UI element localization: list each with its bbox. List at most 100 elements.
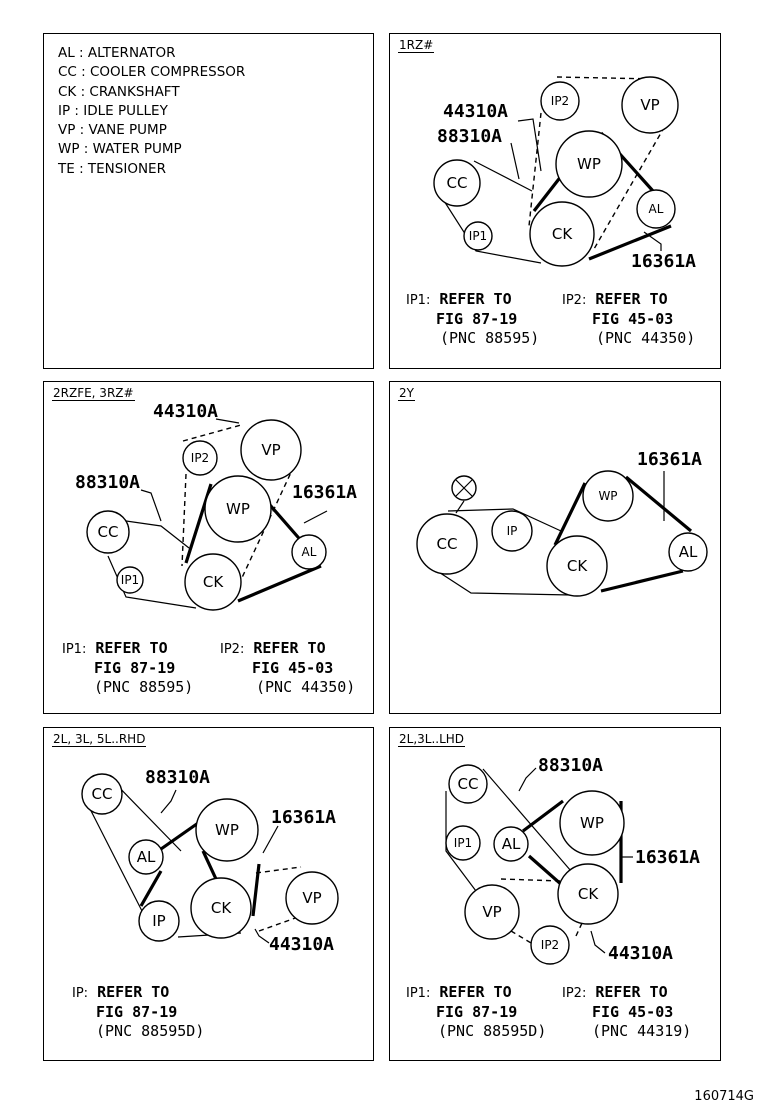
panel-title: 2RZFE, 3RZ# — [52, 386, 135, 401]
panel-title: 2Y — [398, 386, 415, 401]
belt-cc — [438, 160, 542, 264]
pulley-vp — [464, 884, 520, 940]
diagram-panel-2y: 2Y CC IP WP CK AL 16361A — [389, 381, 721, 714]
belt-diagram-1rz: IP2 VP WP CC IP1 CK AL 44310A 88310A 163… — [433, 76, 696, 272]
pulley-label: IP1 — [121, 573, 139, 587]
leader-44310a — [254, 928, 270, 944]
pulley-cc — [448, 764, 488, 804]
part-number-16361a: 16361A — [271, 807, 336, 828]
tensioner-cross — [455, 479, 473, 497]
legend-item: CC : COOLER COMPRESSOR — [58, 64, 246, 81]
leader-16361a — [262, 825, 279, 854]
belt-16361a — [553, 475, 693, 593]
leader-88310a — [510, 142, 520, 180]
note-pnc: (PNC 88595D) — [96, 1022, 205, 1040]
tensioner-stem — [455, 500, 465, 514]
pulley-label: VP — [302, 889, 321, 907]
belt-diagram-2y: CC IP WP CK AL 16361A — [416, 449, 708, 597]
pulley-ck — [184, 553, 242, 611]
note-pnc: (PNC 44350) — [256, 678, 356, 696]
part-number-44310a: 44310A — [153, 401, 218, 422]
part-number-88310a: 88310A — [145, 767, 210, 788]
note-line: FIG 45-03 — [592, 310, 674, 328]
leader-88310a — [160, 789, 177, 814]
legend-item: TE : TENSIONER — [58, 160, 166, 177]
note-pnc: (PNC 44319) — [592, 1022, 692, 1040]
pulley-al — [291, 534, 327, 570]
leader-44310a — [215, 418, 240, 424]
pulley-label: VP — [640, 96, 659, 114]
pulley-label: IP — [152, 912, 165, 930]
pulley-label: AL — [649, 202, 664, 216]
reference-note: IP2: REFER TO FIG 45-03 (PNC 44350) — [220, 639, 355, 697]
note-line: FIG 87-19 — [436, 1003, 518, 1021]
pulley-label: AL — [137, 848, 156, 866]
pulley-label: CC — [437, 535, 458, 553]
legend-item: VP : VANE PUMP — [58, 122, 167, 139]
pulley-wp — [582, 470, 634, 522]
belt-cc — [107, 520, 197, 609]
pulley-wp — [195, 798, 259, 862]
note-line: REFER TO — [595, 290, 668, 308]
note-prefix: IP1: — [406, 293, 431, 308]
note-pnc: (PNC 44350) — [596, 329, 696, 347]
belt-ip2-ck — [528, 112, 542, 227]
belt-vp-ck — [593, 118, 670, 250]
part-number-88310a: 88310A — [75, 472, 140, 493]
leader-88310a — [140, 489, 162, 522]
figure-code: 160714G — [694, 1089, 754, 1104]
pulley-label: IP2 — [191, 451, 209, 465]
pulley-label: AL — [679, 543, 698, 561]
part-number-88310a: 88310A — [437, 126, 502, 147]
part-number-44310a: 44310A — [608, 943, 673, 964]
pulley-label: IP2 — [541, 938, 559, 952]
reference-note: IP1: REFER TO FIG 87-19 (PNC 88595) — [62, 639, 193, 697]
panel-title: 2L,3L..LHD — [398, 732, 466, 747]
note-line: REFER TO — [253, 639, 326, 657]
legend-list: AL : ALTERNATOR CC : COOLER COMPRESSOR C… — [58, 44, 245, 179]
pulley-label: CK — [567, 557, 588, 575]
pulley-ip2 — [182, 440, 218, 476]
pulley-label: CC — [458, 775, 479, 793]
legend-panel: AL : ALTERNATOR CC : COOLER COMPRESSOR C… — [43, 33, 374, 369]
reference-note: IP2: REFER TO FIG 45-03 (PNC 44319) — [562, 983, 691, 1041]
note-prefix: IP2: — [220, 642, 245, 657]
pulley-vp — [621, 76, 679, 134]
pulley-wp — [555, 130, 623, 198]
pulley-ip1 — [463, 221, 493, 251]
note-line: FIG 87-19 — [96, 1003, 178, 1021]
part-number-16361a: 16361A — [635, 847, 700, 868]
pulley-label: IP — [507, 524, 518, 538]
pulley-label: CC — [92, 785, 113, 803]
belt-diagram-2rzfe: IP2 VP WP CC IP1 CK AL 44310A 88310A 163… — [75, 401, 357, 611]
diagram-panel-2rzfe: 2RZFE, 3RZ# IP2 VP WP CC IP1 CK AL 4431 — [43, 381, 374, 714]
legend-item: WP : WATER PUMP — [58, 141, 182, 158]
pulley-ip2 — [530, 925, 570, 965]
pulley-cc — [433, 159, 481, 207]
reference-note: IP: REFER TO FIG 87-19 (PNC 88595D) — [72, 983, 204, 1041]
panel-title: 1RZ# — [398, 38, 435, 53]
diagram-panel-rhd: 2L, 3L, 5L..RHD CC AL WP IP CK VP 88310A… — [43, 727, 374, 1061]
note-line: REFER TO — [439, 290, 512, 308]
pulley-label: VP — [261, 441, 280, 459]
pulley-cc — [81, 773, 123, 815]
panel-title: 2L, 3L, 5L..RHD — [52, 732, 147, 747]
belt-diagram-rhd: CC AL WP IP CK VP 88310A 16361A 44310A — [81, 767, 339, 955]
pulley-label: WP — [577, 155, 601, 173]
part-number-44310a: 44310A — [269, 934, 334, 955]
pulley-ip — [491, 510, 533, 552]
pulley-label: CK — [203, 573, 224, 591]
belt-ip2-vp — [182, 424, 242, 442]
part-number-16361a: 16361A — [637, 449, 702, 470]
belt-ip2-ck — [181, 473, 187, 567]
leader-16361a — [303, 510, 328, 524]
note-pnc: (PNC 88595) — [440, 329, 540, 347]
pulley-label: VP — [482, 903, 501, 921]
legend-item: IP : IDLE PULLEY — [58, 102, 168, 119]
pulley-label: WP — [215, 821, 239, 839]
pulley-al — [128, 839, 164, 875]
note-prefix: IP2: — [562, 986, 587, 1001]
leader-88310a — [518, 767, 537, 792]
belt-vp-ck — [232, 465, 295, 598]
pulley-label: CC — [447, 174, 468, 192]
